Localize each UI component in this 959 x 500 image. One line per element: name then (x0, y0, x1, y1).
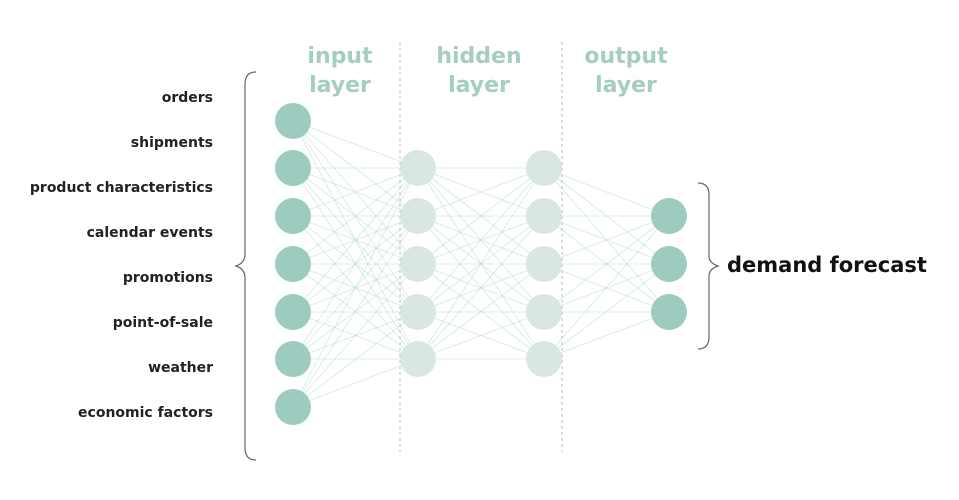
edge-input-7-to-hidden-a-4 (292, 311, 419, 408)
hidden-b-node-2 (526, 198, 562, 234)
edge-hidden-b-5-to-output-1 (543, 215, 670, 360)
edge-hidden-b-5-to-output-3 (543, 311, 670, 360)
edge-input-1-to-hidden-a-3 (292, 120, 419, 265)
edge-input-1-to-hidden-a-2 (292, 120, 419, 217)
hidden-a-node-1 (400, 150, 436, 186)
input-node-1 (275, 103, 311, 139)
input-node-2 (275, 150, 311, 186)
edge-input-3-to-hidden-a-1 (292, 167, 419, 217)
edge-input-6-to-hidden-a-1 (292, 167, 419, 360)
edge-input-1-to-hidden-a-1 (292, 120, 419, 169)
nodes (275, 103, 687, 425)
input-node-5 (275, 294, 311, 330)
edge-hidden-a-4-to-hidden-b-1 (417, 167, 545, 313)
input-layer-title-line1: input (307, 44, 373, 69)
right-brace (697, 182, 720, 350)
input-label-promotions: promotions (123, 270, 213, 286)
hidden-b-node-5 (526, 341, 562, 377)
edge-hidden-b-4-to-output-1 (543, 215, 670, 313)
edge-hidden-a-5-to-hidden-b-1 (417, 167, 545, 360)
edge-hidden-a-5-to-hidden-b-4 (417, 311, 545, 360)
hidden-b-node-4 (526, 294, 562, 330)
edges (292, 120, 670, 408)
edge-input-7-to-hidden-a-1 (292, 167, 419, 408)
input-node-7 (275, 389, 311, 425)
output-layer-title-line1: output (584, 44, 668, 69)
edge-hidden-a-2-to-hidden-b-1 (417, 167, 545, 217)
input-node-6 (275, 341, 311, 377)
input-label-economic-factors: economic factors (78, 405, 213, 421)
input-label-orders: orders (162, 90, 213, 106)
edge-hidden-a-3-to-hidden-b-1 (417, 167, 545, 265)
edge-input-7-to-hidden-a-5 (292, 358, 419, 408)
edge-hidden-a-5-to-hidden-b-3 (417, 263, 545, 360)
output-node-1 (651, 198, 687, 234)
edge-hidden-b-1-to-output-1 (543, 167, 670, 217)
output-node-2 (651, 246, 687, 282)
hidden-b-node-1 (526, 150, 562, 186)
hidden-a-node-4 (400, 294, 436, 330)
edge-hidden-b-3-to-output-1 (543, 215, 670, 265)
input-label-weather: weather (148, 360, 213, 376)
input-label-point-of-sale: point-of-sale (113, 315, 213, 331)
edge-hidden-b-5-to-output-2 (543, 263, 670, 360)
input-node-4 (275, 246, 311, 282)
edge-input-7-to-hidden-a-2 (292, 215, 419, 408)
input-label-calendar-events: calendar events (87, 225, 213, 241)
hidden-layer-title-line2: layer (448, 73, 510, 98)
input-label-product-characteristics: product characteristics (30, 180, 213, 196)
edge-hidden-a-5-to-hidden-b-2 (417, 215, 545, 360)
output-layer-title-line2: layer (595, 73, 657, 98)
hidden-b-node-3 (526, 246, 562, 282)
output-node-3 (651, 294, 687, 330)
output-label-demand-forecast: demand forecast (727, 253, 927, 277)
hidden-a-node-2 (400, 198, 436, 234)
hidden-layer-title-line1: hidden (436, 44, 521, 69)
edge-input-5-to-hidden-a-1 (292, 167, 419, 313)
hidden-a-node-5 (400, 341, 436, 377)
hidden-a-node-3 (400, 246, 436, 282)
input-label-shipments: shipments (131, 135, 213, 151)
edge-input-4-to-hidden-a-1 (292, 167, 419, 265)
input-layer-title-line2: layer (309, 73, 371, 98)
input-node-3 (275, 198, 311, 234)
left-brace (234, 71, 257, 461)
edge-input-7-to-hidden-a-3 (292, 263, 419, 408)
